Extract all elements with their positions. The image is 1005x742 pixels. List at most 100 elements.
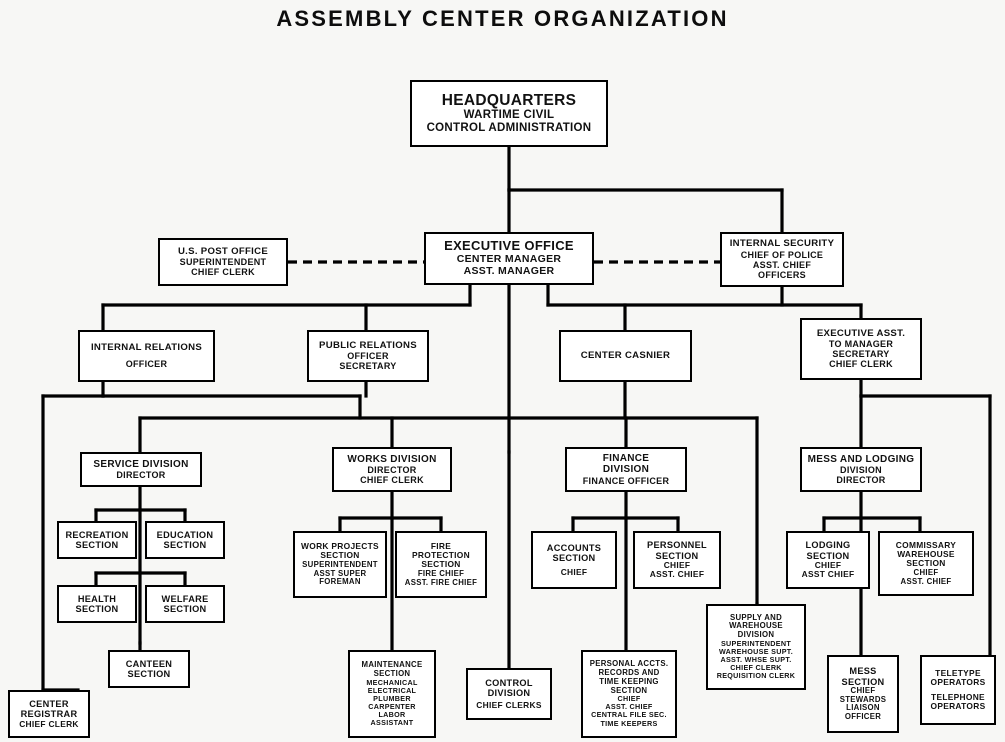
node-line: TIME KEEPING (599, 676, 659, 686)
node-line: OPERATORS (930, 677, 986, 688)
node-line: ASST. FIRE CHIEF (404, 577, 478, 587)
node-lodging-section[interactable]: LODGING SECTION CHIEF ASST CHIEF (786, 531, 870, 589)
node-line: SECTION (655, 550, 699, 561)
node-line: SECTION (841, 676, 885, 687)
node-line: CHIEF (560, 567, 588, 578)
node-line: OFFICER (125, 358, 168, 369)
node-public-relations[interactable]: PUBLIC RELATIONS OFFICER SECRETARY (307, 330, 429, 382)
node-line: CHIEF (913, 567, 939, 577)
node-us-post-office[interactable]: U.S. POST OFFICE SUPERINTENDENT CHIEF CL… (158, 238, 288, 286)
node-line: DIVISION (737, 630, 775, 640)
node-line: SERVICE DIVISION (93, 458, 189, 470)
node-line: OFFICER (347, 351, 389, 362)
node-welfare-section[interactable]: WELFARE SECTION (145, 585, 225, 623)
node-line: LABOR (378, 709, 406, 719)
node-line: OFFICER (844, 712, 882, 722)
node-maintenance-section[interactable]: MAINTENANCE SECTION MECHANICAL ELECTRICA… (348, 650, 436, 738)
node-line: DIRECTOR (116, 470, 166, 481)
node-finance-division[interactable]: FINANCE DIVISION FINANCE OFFICER (565, 447, 687, 492)
node-center-registrar[interactable]: CENTER REGISTRAR CHIEF CLERK (8, 690, 90, 738)
node-executive-asst[interactable]: EXECUTIVE ASST. TO MANAGER SECRETARY CHI… (800, 318, 922, 380)
node-line: MESS (849, 666, 877, 677)
node-line: CHIEF CLERK (19, 718, 79, 729)
node-line: SECTION (806, 550, 850, 561)
node-line: REGISTRAR (20, 709, 78, 720)
node-line: ASST. MANAGER (463, 264, 555, 277)
node-line: DIVISION (602, 464, 650, 476)
node-canteen-section[interactable]: CANTEEN SECTION (108, 650, 190, 688)
node-line: CHIEF (663, 559, 691, 570)
node-line: EDUCATION (156, 529, 214, 540)
node-line: ASST. CHIEF (900, 576, 952, 586)
node-line: CHIEF CLERK (730, 663, 782, 673)
node-recreation-section[interactable]: RECREATION SECTION (57, 521, 137, 559)
node-line: FIRE (430, 540, 452, 551)
node-line: CHIEF CLERK (360, 475, 424, 486)
node-fire-protection-section[interactable]: FIRE PROTECTION SECTION FIRE CHIEF ASST.… (395, 531, 487, 598)
node-line: CHIEF CLERK (829, 359, 893, 370)
node-service-division[interactable]: SERVICE DIVISION DIRECTOR (80, 452, 202, 487)
node-line: FINANCE OFFICER (582, 475, 670, 486)
node-line: EXECUTIVE ASST. (816, 327, 906, 339)
node-line: DIRECTOR (367, 465, 417, 476)
node-accounts-section[interactable]: ACCOUNTS SECTION CHIEF (531, 531, 617, 589)
node-line: SECRETARY (832, 349, 890, 360)
node-line: PLUMBER (373, 693, 411, 703)
node-internal-relations[interactable]: INTERNAL RELATIONS OFFICER (78, 330, 215, 382)
node-line: FOREMAN (319, 577, 361, 587)
node-line: WAREHOUSE (897, 549, 955, 560)
node-teletype-operators[interactable]: TELETYPE OPERATORS TELEPHONE OPERATORS (920, 655, 996, 725)
node-line: FIRE CHIEF (417, 568, 465, 578)
node-line: CHIEF (850, 685, 876, 695)
node-line: WELFARE (161, 593, 209, 604)
node-line: INTERNAL RELATIONS (90, 342, 203, 354)
node-line: PUBLIC RELATIONS (319, 339, 417, 351)
node-line: TIME KEEPERS (600, 718, 658, 728)
node-line: HEADQUARTERS (441, 91, 577, 109)
node-line: SECTION (421, 559, 461, 570)
node-commissary-warehouse-section[interactable]: COMMISSARY WAREHOUSE SECTION CHIEF ASST.… (878, 531, 974, 596)
node-line: CHIEF OF POLICE (740, 249, 824, 260)
node-line: WAREHOUSE (729, 621, 783, 631)
node-line: PROTECTION (412, 550, 470, 561)
node-line: CHIEF CLERKS (476, 700, 542, 711)
node-line: RECORDS AND (598, 668, 660, 678)
node-personal-accts-section[interactable]: PERSONAL ACCTS. RECORDS AND TIME KEEPING… (581, 650, 677, 738)
node-headquarters[interactable]: HEADQUARTERS WARTIME CIVIL CONTROL ADMIN… (410, 80, 608, 147)
node-line: SECTION (75, 604, 119, 614)
node-internal-security[interactable]: INTERNAL SECURITY CHIEF OF POLICE ASST. … (720, 232, 844, 287)
node-supply-warehouse-division[interactable]: SUPPLY AND WAREHOUSE DIVISION SUPERINTEN… (706, 604, 806, 690)
node-line: LODGING (805, 540, 851, 551)
node-works-division[interactable]: WORKS DIVISION DIRECTOR CHIEF CLERK (332, 447, 452, 492)
node-line: ELECTRICAL (367, 685, 417, 695)
node-line: SECTION (906, 558, 946, 569)
node-education-section[interactable]: EDUCATION SECTION (145, 521, 225, 559)
node-line: SECTION (75, 540, 119, 550)
node-mess-lodging-division[interactable]: MESS AND LODGING DIVISION DIRECTOR (800, 447, 922, 492)
node-line: MAINTENANCE (361, 660, 423, 670)
node-health-section[interactable]: HEALTH SECTION (57, 585, 137, 623)
node-line: CONTROL (485, 677, 533, 688)
node-line: SECTION (320, 550, 360, 561)
node-line: ASST. CHIEF (752, 259, 812, 270)
node-line: SUPERINTENDENT (179, 257, 267, 268)
node-control-division[interactable]: CONTROL DIVISION CHIEF CLERKS (466, 668, 552, 720)
node-line: WORKS DIVISION (347, 453, 437, 465)
node-line: WAREHOUSE SUPT. (719, 646, 793, 656)
node-mess-section[interactable]: MESS SECTION CHIEF STEWARDS LIAISON OFFI… (827, 655, 899, 733)
node-line: SECTION (163, 604, 207, 614)
node-line: CHIEF (617, 694, 641, 704)
node-line: WARTIME CIVIL (463, 109, 555, 122)
node-center-casnier[interactable]: CENTER CASNIER (559, 330, 692, 382)
node-line: TO MANAGER (828, 339, 894, 350)
node-line: SECTION (163, 540, 207, 550)
node-line: STEWARDS (839, 694, 887, 704)
node-work-projects-section[interactable]: WORK PROJECTS SECTION SUPERINTENDENT ASS… (293, 531, 387, 598)
node-line: SECTION (127, 669, 171, 679)
node-personnel-section[interactable]: PERSONNEL SECTION CHIEF ASST. CHIEF (633, 531, 721, 589)
node-line: DIVISION (840, 465, 882, 476)
node-line: PERSONNEL (647, 540, 707, 551)
node-executive-office[interactable]: EXECUTIVE OFFICE CENTER MANAGER ASST. MA… (424, 232, 594, 285)
